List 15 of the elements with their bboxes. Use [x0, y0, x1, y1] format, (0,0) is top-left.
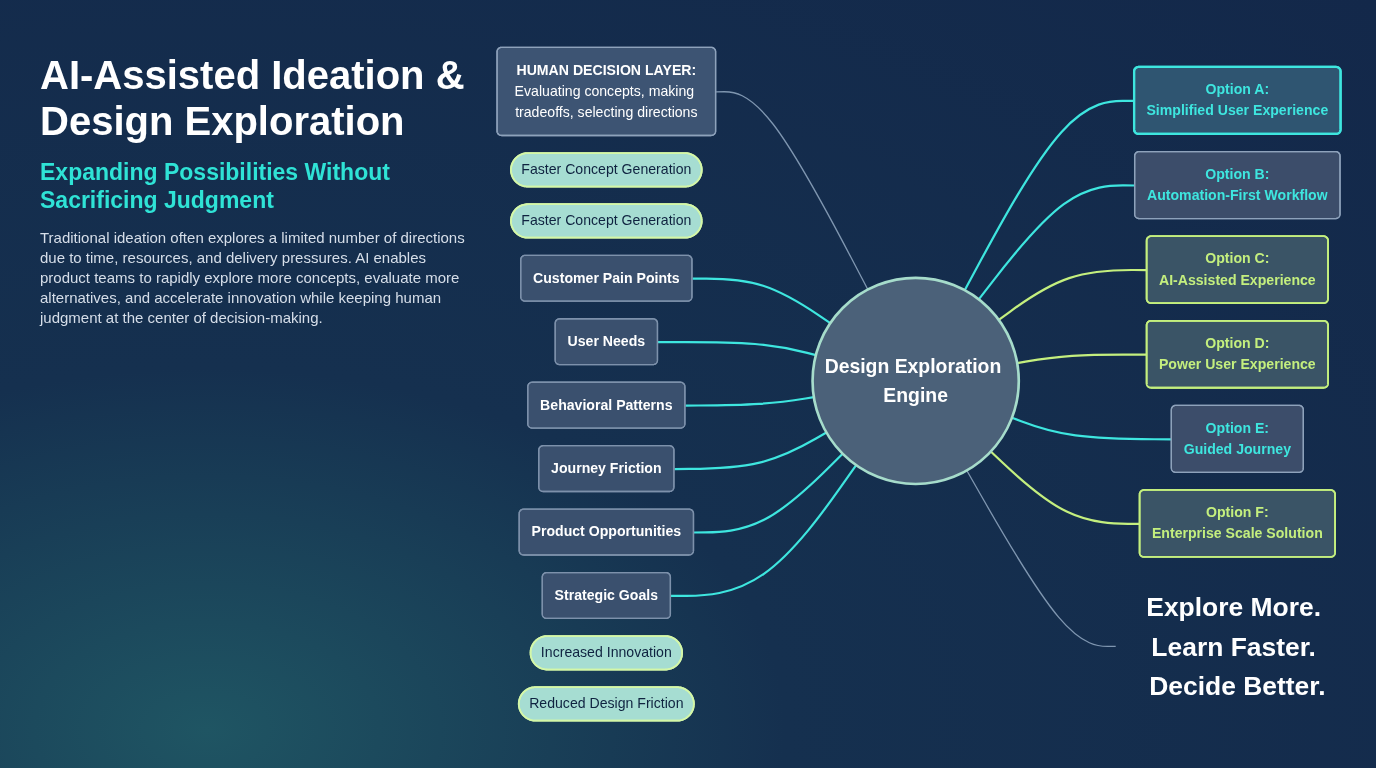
connector — [670, 464, 858, 598]
title: AI-Assisted Ideation & Design Exploration — [40, 52, 466, 144]
description-text: Traditional ideation often explores a limited number of directions due to time, resources, and delivery pressures. AI enables product teams to rapidly explore more concepts, evaluate more alternatives, and accelerate innovation while keeping human judgment at the center of decision-making. — [40, 228, 466, 328]
node-text: Explore More. Learn Faster. Decide Better. — [1146, 592, 1326, 701]
connector — [685, 396, 814, 407]
connector — [692, 277, 831, 324]
connector — [693, 452, 844, 534]
connector — [657, 340, 817, 357]
connector — [963, 99, 1135, 291]
connector — [1011, 416, 1172, 441]
connector — [674, 431, 827, 471]
node-circle: Design Exploration Engine — [811, 276, 1021, 486]
connector — [966, 469, 1117, 648]
connector — [715, 91, 869, 291]
subtitle: Expanding Possibilities Without Sacrificing Judgment — [40, 158, 391, 214]
